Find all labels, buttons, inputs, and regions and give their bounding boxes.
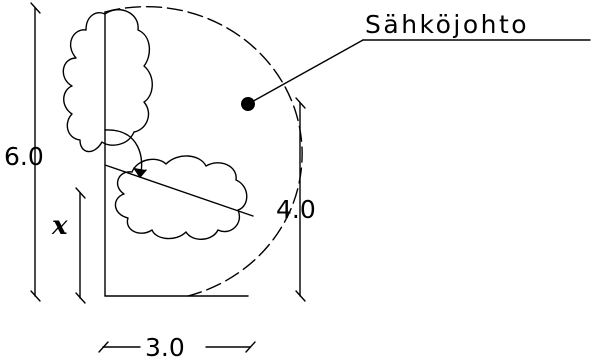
power-line-leader <box>247 39 364 105</box>
variable-x-label: x <box>51 211 68 241</box>
height-dimension-tick-top <box>30 2 41 14</box>
fall-dimension-tick-bottom <box>295 290 306 302</box>
upright-tree-crown <box>62 9 153 153</box>
fall-dimension-label: 4.0 <box>276 195 316 224</box>
height-dimension-tick-bottom <box>30 290 41 302</box>
width-dimension-tick-left <box>98 341 109 353</box>
fall-rotation-arrowhead <box>133 167 147 178</box>
power-line-label: Sähköjohto <box>365 10 529 39</box>
width-dimension-label: 3.0 <box>145 333 185 362</box>
fall-radius-arc <box>104 5 303 297</box>
height-dimension-label: 6.0 <box>4 142 44 171</box>
power-line-marker <box>241 97 255 111</box>
width-dimension-tick-right <box>245 341 256 353</box>
fall-dimension-tick-top <box>295 97 306 109</box>
x-dimension-tick-bottom <box>75 292 86 304</box>
x-dimension-tick-top <box>75 187 86 199</box>
fallen-trunk <box>104 164 254 217</box>
fallen-tree-crown <box>114 155 248 240</box>
